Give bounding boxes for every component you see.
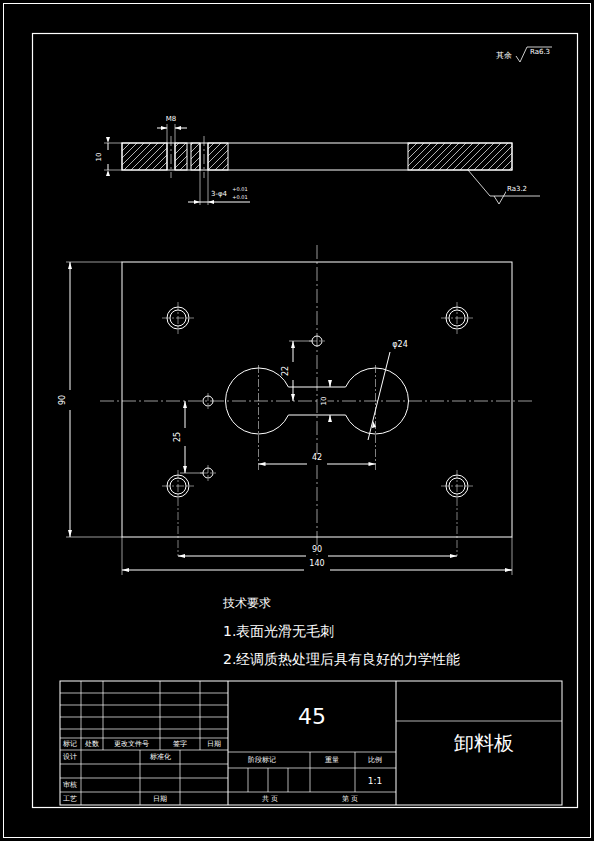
dimension-value: 90 (311, 546, 323, 554)
table-cell: 共 页 (261, 796, 279, 803)
note-text: 其余 (495, 52, 513, 60)
tolerance-value: +0.01 (231, 187, 248, 192)
dimension-value: 140 (308, 560, 325, 568)
roughness-value: Ra3.2 (506, 186, 528, 193)
table-cell: 标准化 (149, 754, 172, 761)
table-cell: 比例 (367, 757, 383, 764)
diameter-dimension: φ24 (391, 341, 408, 349)
requirement-note: 1.表面光滑无毛刺 (222, 624, 335, 638)
table-cell: 审核 (62, 782, 78, 789)
table-cell: 1:1 (367, 777, 383, 786)
roughness-value: Ra6.3 (529, 49, 551, 56)
dimension-value: 42 (311, 454, 323, 462)
table-cell: 日期 (206, 741, 222, 748)
table-cell: 处数 (84, 741, 100, 748)
tolerance-value: +0.01 (231, 195, 248, 200)
requirement-note: 2.经调质热处理后具有良好的力学性能 (222, 652, 461, 666)
table-cell: 签字 (172, 741, 188, 748)
table-cell: 重量 (324, 757, 340, 764)
hole-dimension: 3-φ4 (210, 191, 228, 198)
table-cell: 阶段标记 (247, 757, 277, 764)
table-cell: 第 页 (341, 796, 359, 803)
table-cell: 设计 (62, 754, 78, 761)
dimension-value: 10 (321, 396, 328, 407)
table-cell: 工艺 (62, 796, 78, 803)
dimension-value: 25 (174, 431, 182, 443)
material-text: 45 (297, 706, 327, 728)
requirements-heading: 技术要求 (222, 597, 272, 609)
table-cell: 日期 (152, 796, 168, 803)
thread-dimension: M8 (165, 116, 178, 123)
table-cell: 标记 (62, 741, 78, 748)
dimension-value: 90 (59, 394, 67, 406)
table-cell: 更改文件号 (113, 741, 150, 748)
dimension-value: 10 (96, 152, 103, 163)
part-name: 卸料板 (453, 733, 515, 753)
dimension-value: 22 (282, 365, 290, 377)
